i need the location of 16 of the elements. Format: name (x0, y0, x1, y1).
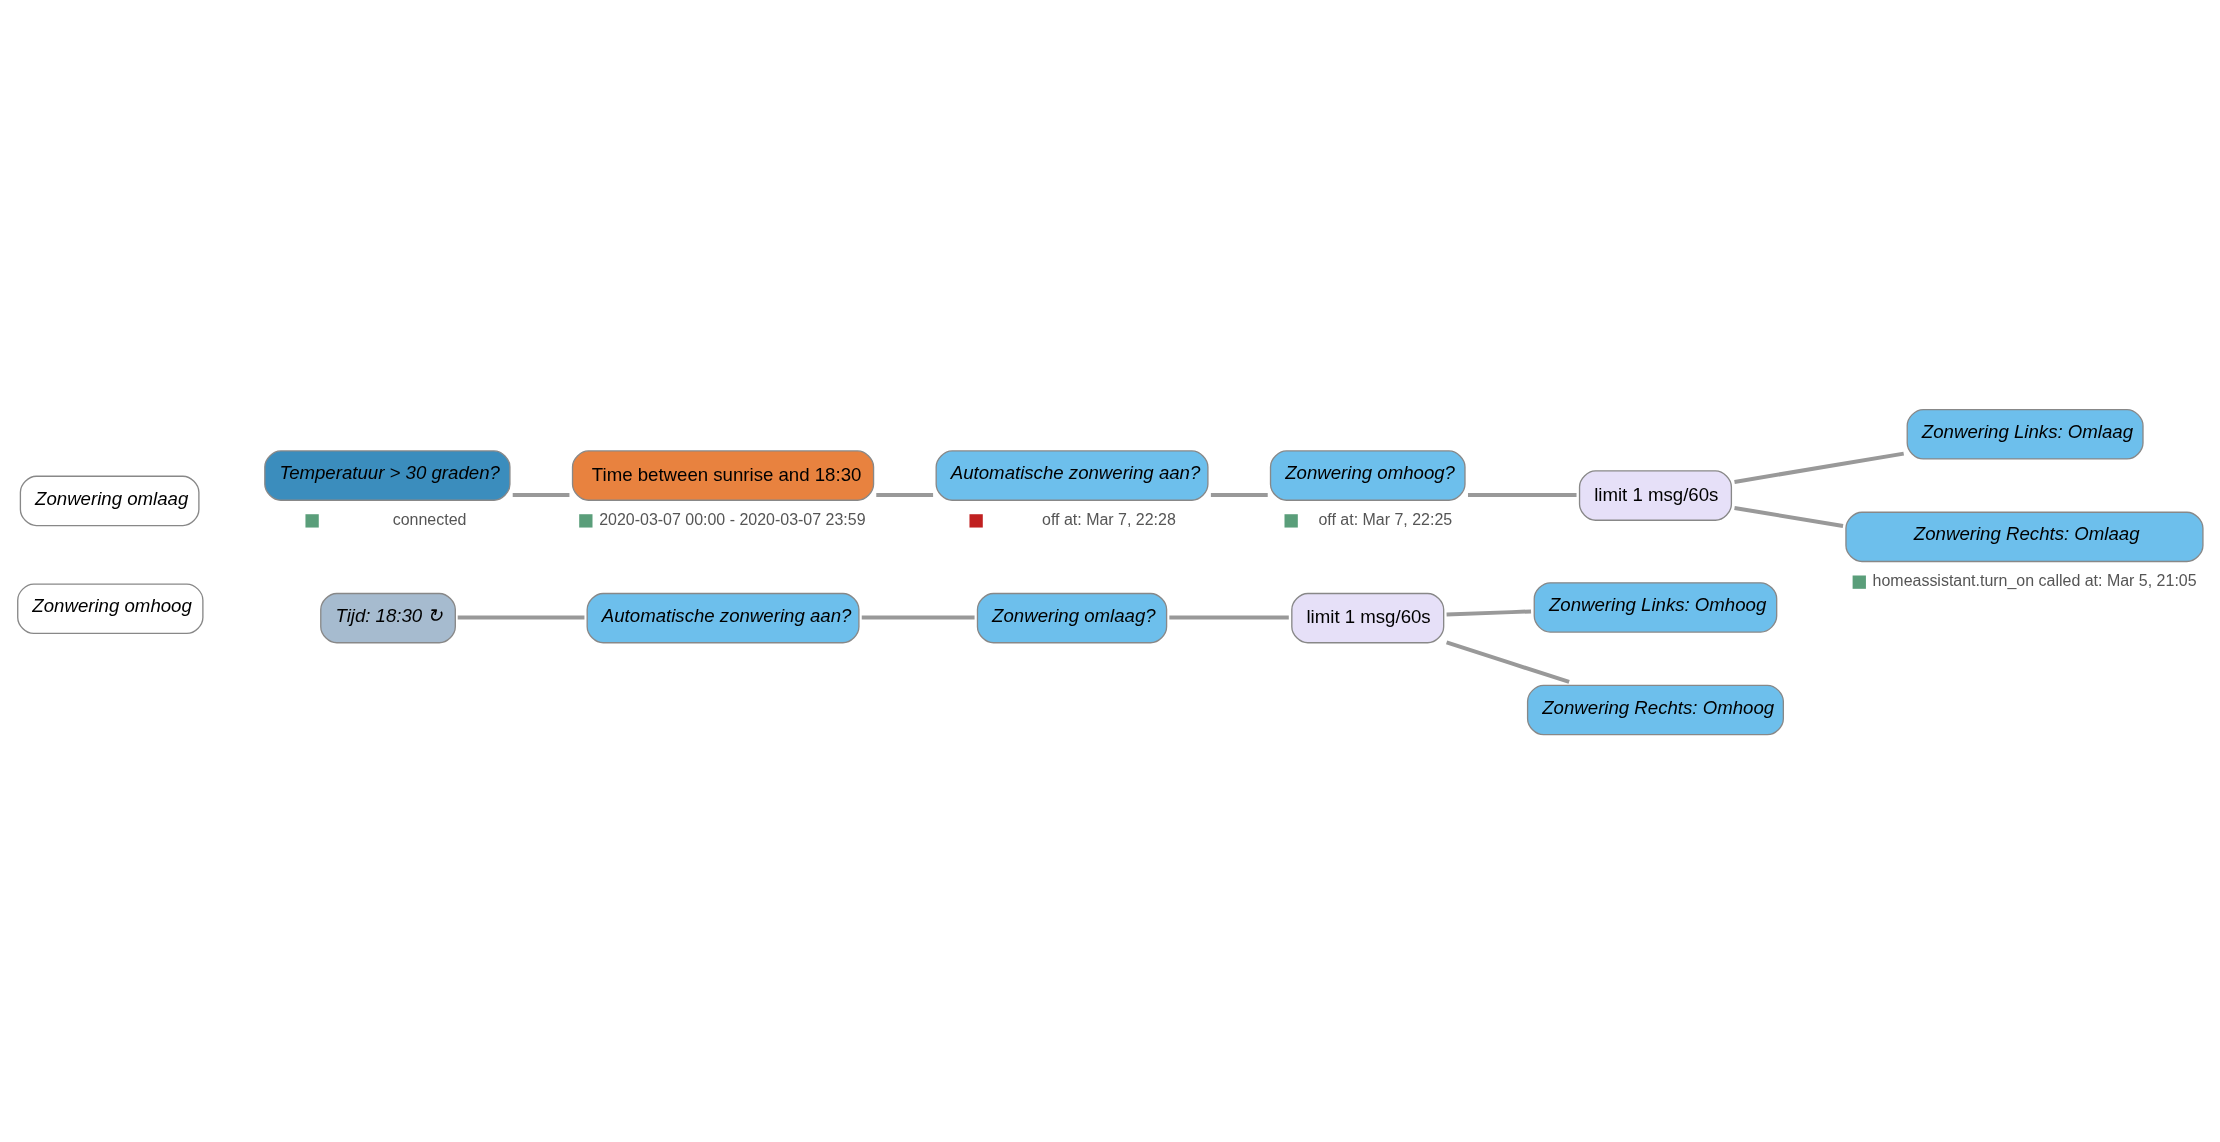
connector (457, 614, 585, 619)
connector (1445, 640, 1570, 684)
node-label: 2020-03-07 00:00 - 2020-03-07 23:59 (599, 510, 866, 528)
connector (1734, 451, 1905, 484)
connector (1210, 492, 1268, 497)
node-label: homeassistant.turn_on called at: Mar 5, 21:05 (1872, 571, 2197, 589)
connector (1734, 505, 1844, 528)
connector (1169, 614, 1289, 619)
node-label: off at: Mar 7, 22:28 (1042, 510, 1176, 528)
connector (1468, 492, 1577, 497)
connector (1446, 608, 1532, 617)
connector (512, 492, 570, 497)
connector (861, 614, 975, 619)
connector (876, 492, 934, 497)
node-label: off at: Mar 7, 22:25 (1318, 510, 1453, 528)
node-label: connected (392, 510, 467, 528)
